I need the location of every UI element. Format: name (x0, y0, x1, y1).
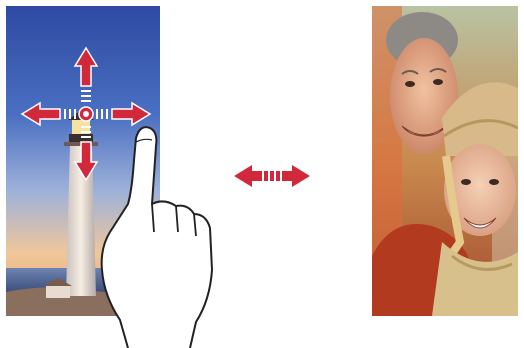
front-camera-preview[interactable] (372, 6, 518, 316)
selfie-photo (372, 6, 518, 316)
double-arrow-icon (232, 163, 312, 189)
